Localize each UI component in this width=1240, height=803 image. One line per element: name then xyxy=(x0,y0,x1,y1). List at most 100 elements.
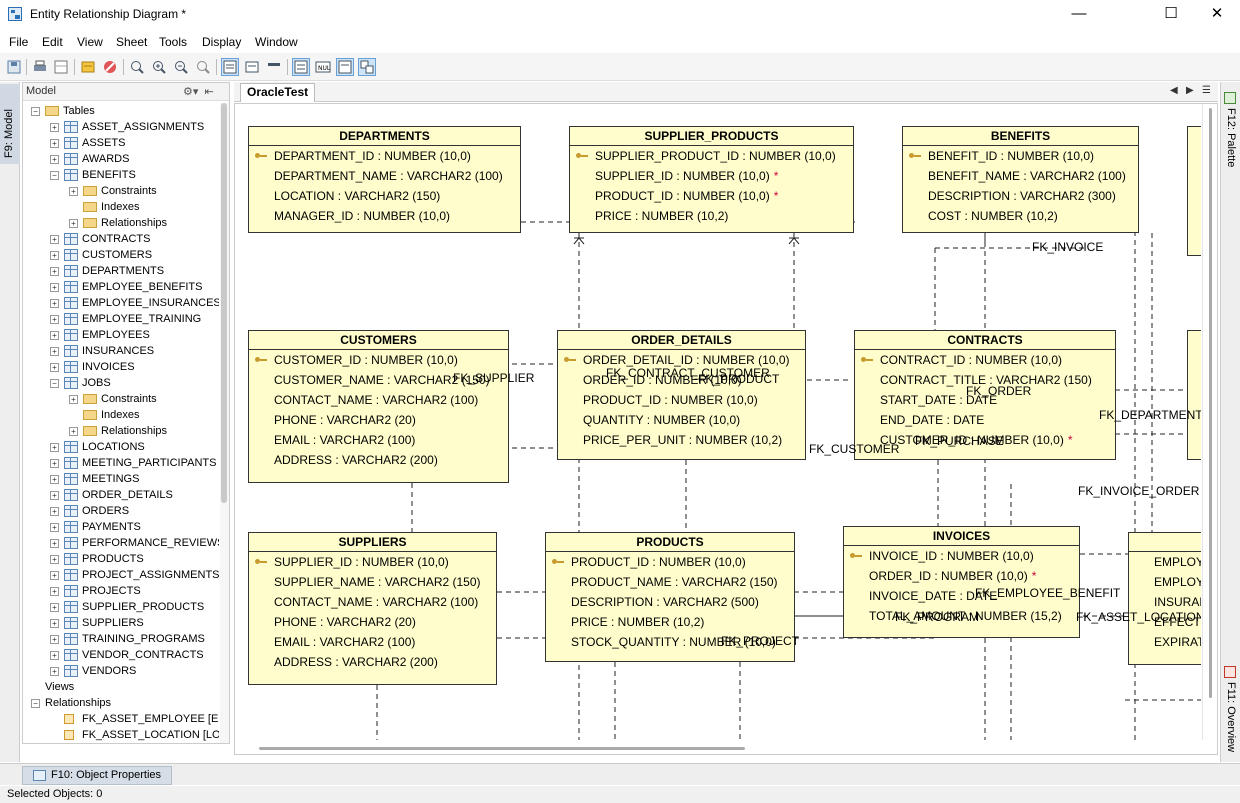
entity-column[interactable]: CUSTOMER_ID : NUMBER (10,0)* xyxy=(855,430,1115,450)
show-types-icon[interactable] xyxy=(292,58,310,76)
entity-column[interactable]: ORDER_ID : NUMBER (10,0) xyxy=(558,370,805,390)
relationship-label[interactable]: FK_ORDER xyxy=(966,384,1032,398)
expand-icon[interactable]: + xyxy=(50,347,59,356)
show-columns-icon[interactable] xyxy=(221,58,239,76)
horizontal-scrollbar[interactable] xyxy=(235,741,1201,754)
tree-table-item[interactable]: +ASSETS xyxy=(23,135,219,151)
entity-column[interactable]: EFFECTIVE xyxy=(1129,612,1201,632)
expand-icon[interactable]: + xyxy=(50,315,59,324)
entity-column[interactable]: EXPIRATION xyxy=(1129,632,1201,652)
tree-relationship-item[interactable]: FK_ASSET_LOCATION [LOCATIONS] xyxy=(23,727,219,743)
collapse-icon[interactable]: − xyxy=(31,699,40,708)
entity-column[interactable]: ADDRESS : VARCHAR2 (200) xyxy=(249,450,508,470)
menu-window[interactable]: Window xyxy=(255,35,298,49)
tree-folder-item[interactable]: Indexes xyxy=(23,407,219,423)
collapse-icon[interactable]: − xyxy=(50,171,59,180)
relationship-label[interactable]: FK_CONTRACT_CUSTOMER xyxy=(606,366,770,380)
entity-column[interactable]: ORDER_ID : NUMBER (10,0)* xyxy=(844,566,1079,586)
entity-column[interactable]: CUSTOMER_NAME : VARCHAR2 (150) xyxy=(249,370,508,390)
entity-column[interactable]: QUANTITY : NUMBER (10,0) xyxy=(558,410,805,430)
relationship-label[interactable]: FK_ASSET_LOCATION xyxy=(1076,610,1201,624)
tree-folder-item[interactable]: Views xyxy=(23,679,219,695)
entity-column[interactable]: EMPLOYEE_ID xyxy=(1129,552,1201,572)
expand-icon[interactable]: + xyxy=(50,651,59,660)
collapse-icon[interactable]: − xyxy=(50,379,59,388)
close-button[interactable]: ✕ xyxy=(1210,5,1224,22)
entity-column[interactable]: DEPARTMENT_NAME : VARCHAR2 (100) xyxy=(249,166,520,186)
tree-folder-item[interactable]: +Relationships xyxy=(23,423,219,439)
entity-column[interactable]: BENEFIT_NAME : VARCHAR2 (100) xyxy=(903,166,1138,186)
entity-column[interactable]: MANAGER_ID : NUMBER (10,0) xyxy=(249,206,520,226)
expand-icon[interactable]: + xyxy=(50,571,59,580)
tree-table-item[interactable]: +MEETING_PARTICIPANTS xyxy=(23,455,219,471)
tree-table-item[interactable]: +TRAINING_PROGRAMS xyxy=(23,631,219,647)
entity-column[interactable]: CUSTOMER_ID : NUMBER (10,0) xyxy=(249,350,508,370)
entity-column[interactable]: CONTACT_NAME : VARCHAR2 (100) xyxy=(249,390,508,410)
tab-scroll-left-icon[interactable]: ◀ xyxy=(1170,85,1178,96)
tree-table-item[interactable]: +PERFORMANCE_REVIEWS xyxy=(23,535,219,551)
relationship-label[interactable]: FK_CUSTOMER xyxy=(809,442,900,456)
expand-icon[interactable]: + xyxy=(69,395,78,404)
tree-table-item[interactable]: +ORDERS xyxy=(23,503,219,519)
tree-table-item[interactable]: +EMPLOYEE_INSURANCES xyxy=(23,295,219,311)
expand-icon[interactable]: + xyxy=(50,587,59,596)
panel-settings-icon[interactable]: ⚙▾ ⇤ xyxy=(183,86,214,98)
entity-column[interactable]: SUPPLIER_ID : NUMBER (10,0)* xyxy=(570,166,853,186)
tree-table-item[interactable]: +EMPLOYEE_TRAINING xyxy=(23,311,219,327)
menu-tools[interactable]: Tools xyxy=(159,35,188,49)
entity-column[interactable]: LOCATION : VARCHAR2 (150) xyxy=(249,186,520,206)
tree-table-item[interactable]: +INSURANCES xyxy=(23,343,219,359)
entity-partial-middle[interactable] xyxy=(1187,330,1201,460)
menu-edit[interactable]: Edit xyxy=(42,35,63,49)
tree-folder-item[interactable]: Indexes xyxy=(23,199,219,215)
note-icon[interactable] xyxy=(79,58,97,76)
expand-icon[interactable]: + xyxy=(50,267,59,276)
expand-icon[interactable]: + xyxy=(50,507,59,516)
relationship-label[interactable]: FK_EMPLOYEE_BENEFIT xyxy=(975,586,1121,600)
entity-column[interactable]: START_DATE : DATE xyxy=(855,390,1115,410)
entity-column[interactable]: PRICE : NUMBER (10,2) xyxy=(570,206,853,226)
entity-column[interactable]: PRODUCT_NAME : VARCHAR2 (150) xyxy=(546,572,794,592)
tab-list-icon[interactable]: ☰ xyxy=(1202,85,1211,96)
tree-table-item[interactable]: +SUPPLIERS xyxy=(23,615,219,631)
tree-table-item[interactable]: +AWARDS xyxy=(23,151,219,167)
show-names-icon[interactable] xyxy=(265,58,283,76)
tab-palette[interactable]: F12: Palette xyxy=(1225,108,1237,168)
tree-table-item[interactable]: +ASSET_ASSIGNMENTS xyxy=(23,119,219,135)
minimize-button[interactable]: — xyxy=(1071,5,1087,22)
entity-column[interactable]: PRICE : NUMBER (10,2) xyxy=(546,612,794,632)
tree-table-item[interactable]: +CONTRACTS xyxy=(23,231,219,247)
entity-column[interactable]: PRODUCT_ID : NUMBER (10,0)* xyxy=(570,186,853,206)
tree-table-item[interactable]: +EMPLOYEES xyxy=(23,327,219,343)
tree-folder-item[interactable]: −Tables xyxy=(23,103,219,119)
entity-column[interactable]: PRICE_PER_UNIT : NUMBER (10,2) xyxy=(558,430,805,450)
menu-view[interactable]: View xyxy=(77,35,103,49)
tree-table-item[interactable]: +INVOICES xyxy=(23,359,219,375)
expand-icon[interactable]: + xyxy=(50,443,59,452)
tree-scroll-thumb[interactable] xyxy=(221,103,227,503)
entity-column[interactable]: INVOICE_ID : NUMBER (10,0) xyxy=(844,546,1079,566)
entity-column[interactable]: INVOICE_DATE : DATE xyxy=(844,586,1079,606)
expand-icon[interactable]: + xyxy=(50,619,59,628)
collapse-icon[interactable]: − xyxy=(31,107,40,116)
menu-display[interactable]: Display xyxy=(202,35,242,49)
entity-column[interactable]: STOCK_QUANTITY : NUMBER (10,0) xyxy=(546,632,794,652)
maximize-button[interactable]: ☐ xyxy=(1164,5,1178,22)
entity-partial-top[interactable] xyxy=(1187,126,1201,256)
print-icon[interactable] xyxy=(31,58,49,76)
tree-table-item[interactable]: +VENDORS xyxy=(23,663,219,679)
show-null-icon[interactable]: NUL xyxy=(314,58,332,76)
relationship-label[interactable]: FK_INVOICE xyxy=(1032,240,1104,254)
expand-icon[interactable]: + xyxy=(50,235,59,244)
expand-icon[interactable]: + xyxy=(69,187,78,196)
entity-column[interactable]: SUPPLIER_NAME : VARCHAR2 (150) xyxy=(249,572,496,592)
expand-icon[interactable]: + xyxy=(69,427,78,436)
entity-column[interactable]: CONTRACT_ID : NUMBER (10,0) xyxy=(855,350,1115,370)
tree-table-item[interactable]: +ORDER_DETAILS xyxy=(23,487,219,503)
tree-table-item[interactable]: +EMPLOYEE_BENEFITS xyxy=(23,279,219,295)
